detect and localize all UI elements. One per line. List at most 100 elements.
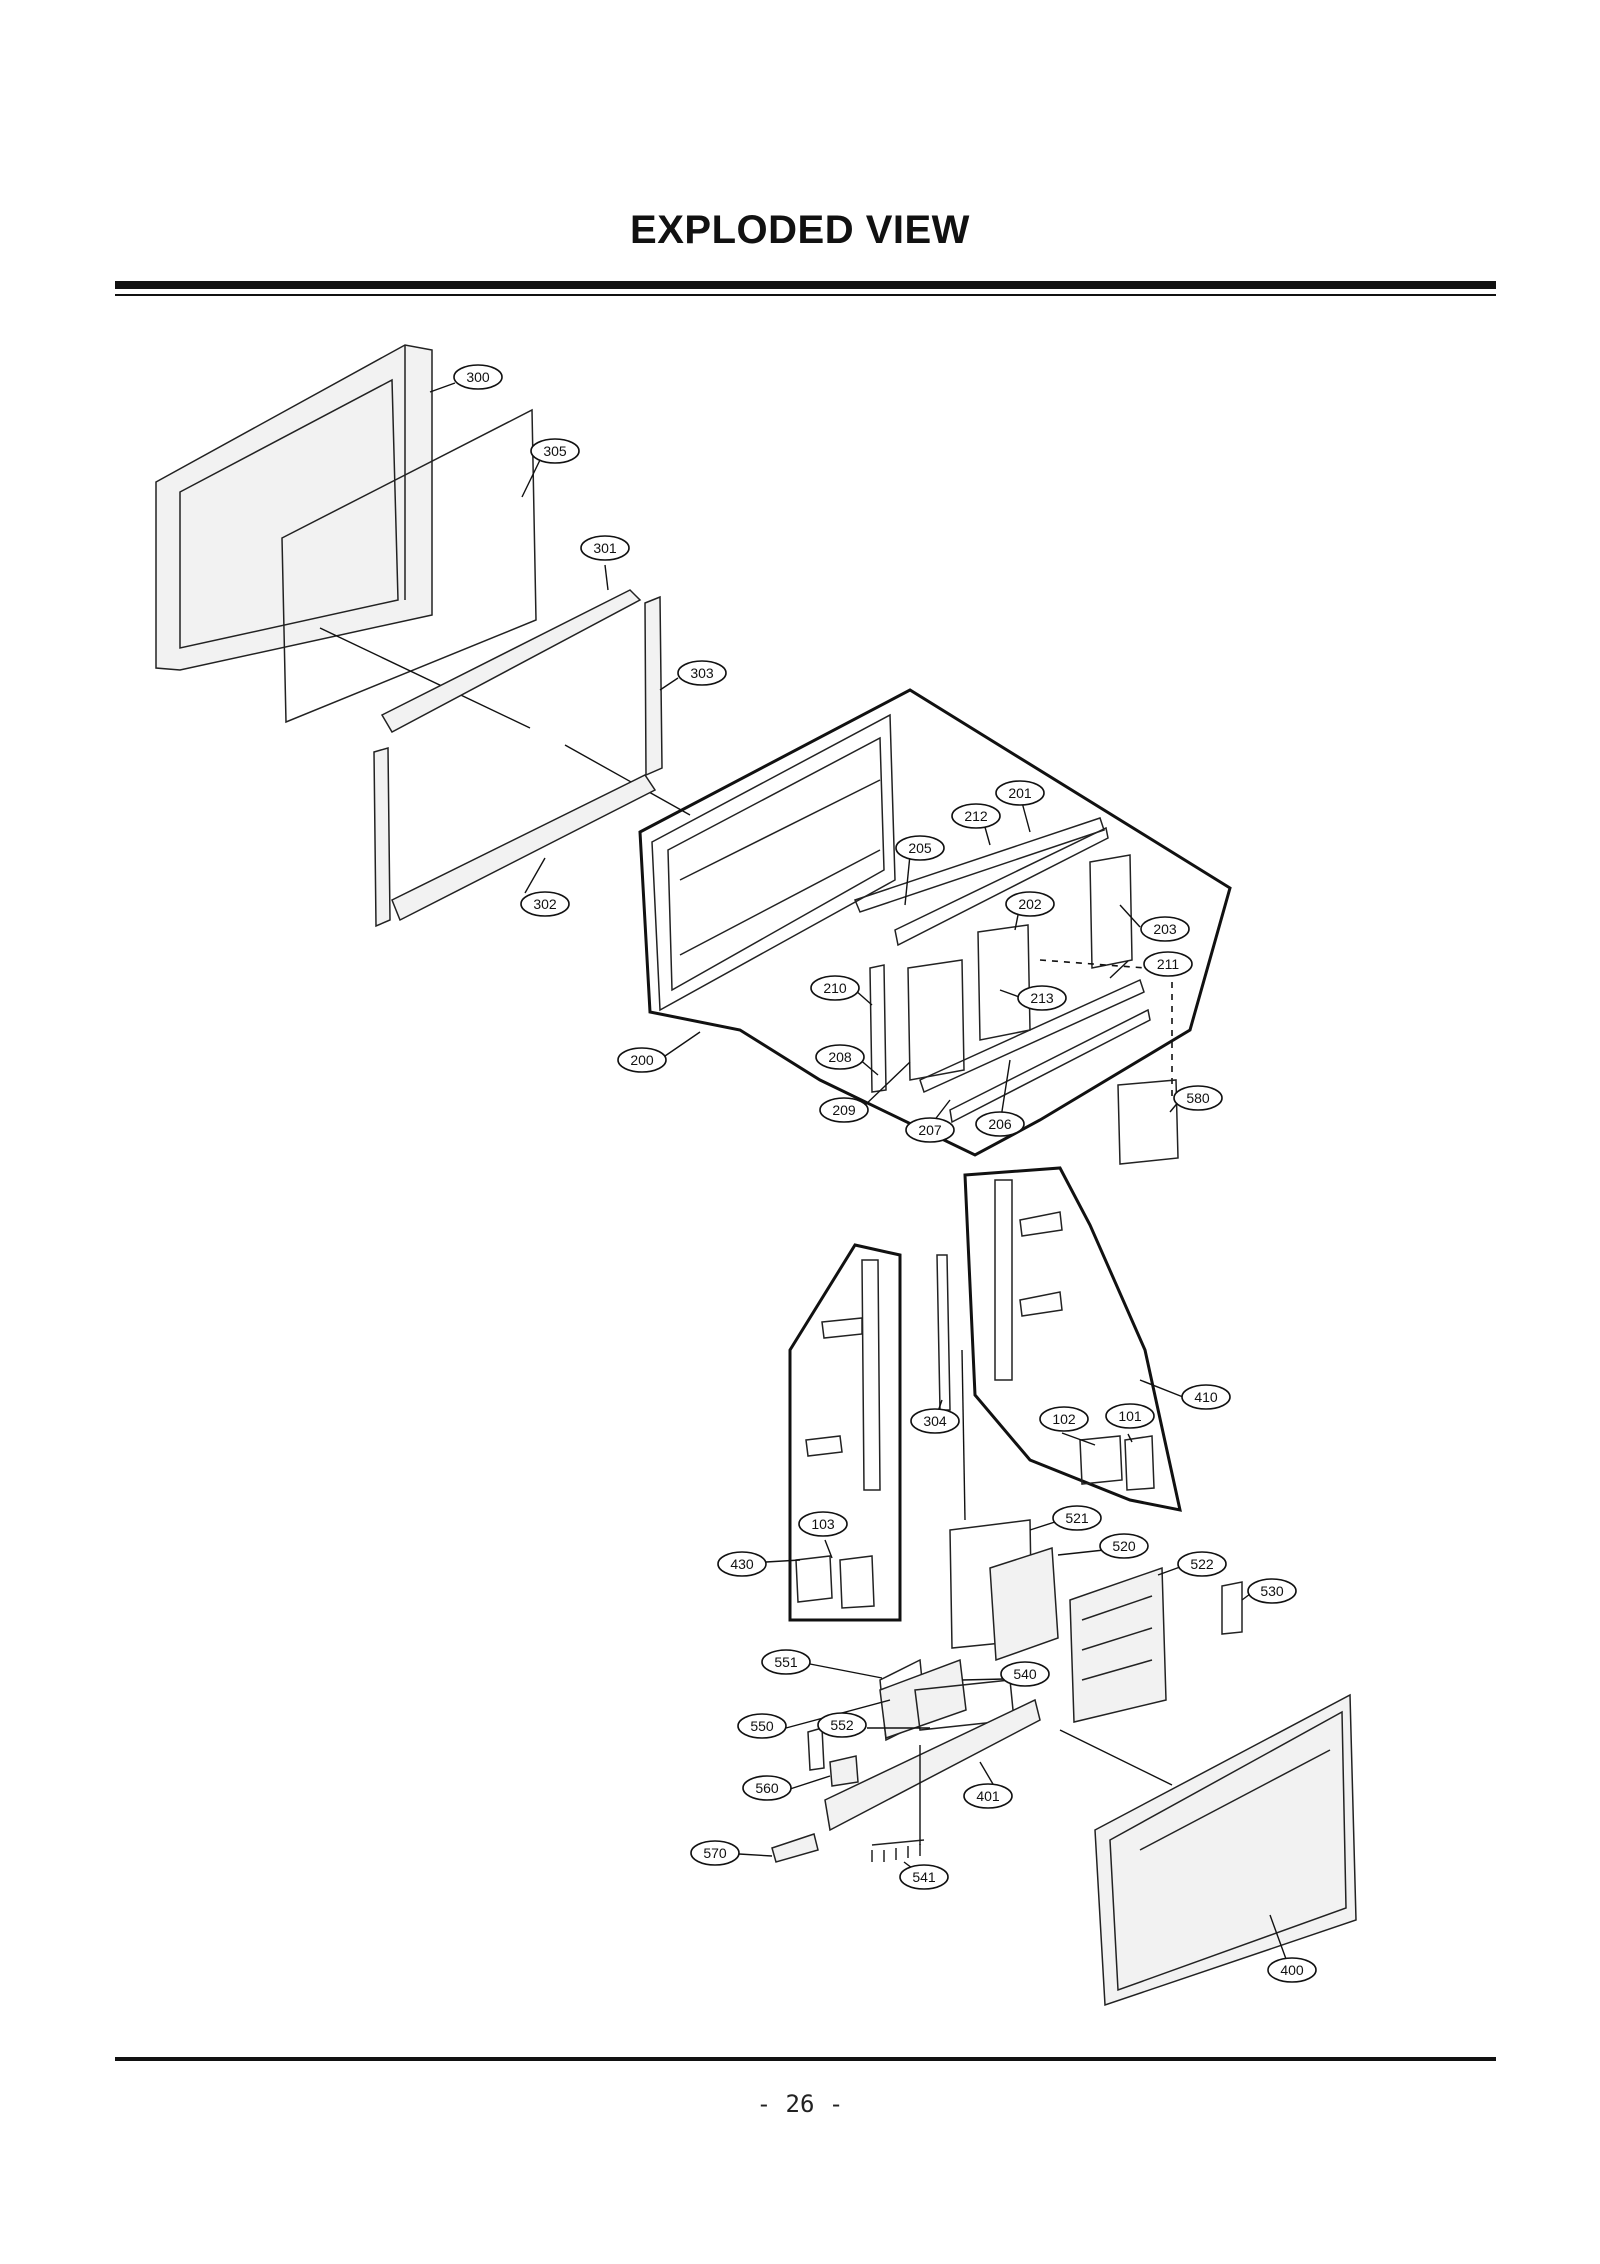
chassis-frame-part bbox=[651, 713, 1151, 1124]
callout-212: 212 bbox=[951, 803, 1001, 829]
callout-401: 401 bbox=[963, 1783, 1013, 1809]
callout-205: 205 bbox=[895, 835, 945, 861]
callout-302-text: 302 bbox=[533, 896, 557, 912]
callout-202-text: 202 bbox=[1018, 896, 1042, 912]
callout-521: 521 bbox=[1052, 1505, 1102, 1531]
bottom-rail-part bbox=[391, 774, 657, 922]
footer-rule bbox=[115, 2057, 1496, 2061]
callout-202: 202 bbox=[1005, 891, 1055, 917]
right-bracket-part bbox=[994, 1179, 1155, 1491]
title-rule-thin bbox=[115, 294, 1496, 296]
callout-305: 305 bbox=[530, 438, 580, 464]
page-title: EXPLODED VIEW bbox=[630, 208, 970, 252]
callout-305-text: 305 bbox=[543, 443, 567, 459]
callout-206-text: 206 bbox=[988, 1116, 1012, 1132]
callout-541: 541 bbox=[899, 1864, 949, 1890]
callout-303: 303 bbox=[677, 660, 727, 686]
callout-102: 102 bbox=[1039, 1406, 1089, 1432]
callout-207-text: 207 bbox=[918, 1122, 942, 1138]
callout-302: 302 bbox=[520, 891, 570, 917]
callout-410-text: 410 bbox=[1194, 1389, 1218, 1405]
right-rail-part bbox=[644, 595, 663, 777]
callout-570: 570 bbox=[690, 1840, 740, 1866]
top-rail-part bbox=[380, 589, 642, 733]
callout-301-text: 301 bbox=[593, 540, 617, 556]
callout-550: 550 bbox=[737, 1713, 787, 1739]
callout-530: 530 bbox=[1247, 1578, 1297, 1604]
callout-552-text: 552 bbox=[830, 1717, 854, 1733]
left-bracket-part bbox=[795, 1259, 881, 1609]
callout-570-text: 570 bbox=[703, 1845, 727, 1861]
page-number: - 26 - bbox=[756, 2090, 844, 2118]
callout-208: 208 bbox=[815, 1044, 865, 1070]
callout-205-text: 205 bbox=[908, 840, 932, 856]
callout-300-text: 300 bbox=[466, 369, 490, 385]
callout-560-text: 560 bbox=[755, 1780, 779, 1796]
callout-550-text: 550 bbox=[750, 1718, 774, 1734]
part-541 bbox=[871, 1839, 925, 1862]
callout-560: 560 bbox=[742, 1775, 792, 1801]
callout-103: 103 bbox=[798, 1511, 848, 1537]
callout-300: 300 bbox=[453, 364, 503, 390]
part-401 bbox=[824, 1698, 1041, 1832]
callout-304-text: 304 bbox=[923, 1413, 947, 1429]
callout-210: 210 bbox=[810, 975, 860, 1001]
callout-207: 207 bbox=[905, 1117, 955, 1143]
glass-panel-part bbox=[281, 408, 537, 724]
callout-200: 200 bbox=[617, 1047, 667, 1073]
callout-552: 552 bbox=[817, 1712, 867, 1738]
callout-401-text: 401 bbox=[976, 1788, 1000, 1804]
part-560 bbox=[807, 1727, 859, 1787]
part-530 bbox=[1221, 1581, 1243, 1635]
board-580-part bbox=[1117, 1079, 1179, 1165]
callout-203: 203 bbox=[1140, 916, 1190, 942]
callout-101-text: 101 bbox=[1118, 1408, 1142, 1424]
callout-520-text: 520 bbox=[1112, 1538, 1136, 1554]
callout-212-text: 212 bbox=[964, 808, 988, 824]
callout-201-text: 201 bbox=[1008, 785, 1032, 801]
board-520-part bbox=[989, 1546, 1059, 1662]
left-bracket-assembly-outline bbox=[788, 1243, 902, 1622]
callout-201: 201 bbox=[995, 780, 1045, 806]
callout-551-text: 551 bbox=[774, 1654, 798, 1670]
callout-101: 101 bbox=[1105, 1403, 1155, 1429]
callout-209-text: 209 bbox=[832, 1102, 856, 1118]
vertical-rail-304-part bbox=[936, 1254, 966, 1521]
callout-551: 551 bbox=[761, 1649, 811, 1675]
callout-211: 211 bbox=[1143, 951, 1193, 977]
callout-540: 540 bbox=[1000, 1661, 1050, 1687]
callout-200-text: 200 bbox=[630, 1052, 654, 1068]
callout-541-text: 541 bbox=[912, 1869, 936, 1885]
callout-206: 206 bbox=[975, 1111, 1025, 1137]
rear-cover-part bbox=[1094, 1693, 1357, 2007]
callout-400-text: 400 bbox=[1280, 1962, 1304, 1978]
callout-210-text: 210 bbox=[823, 980, 847, 996]
shield-522-part bbox=[1069, 1566, 1167, 1723]
callout-400: 400 bbox=[1267, 1957, 1317, 1983]
chassis-assembly-outline bbox=[638, 688, 1232, 1157]
callout-208-text: 208 bbox=[828, 1049, 852, 1065]
callout-102-text: 102 bbox=[1052, 1411, 1076, 1427]
callout-301: 301 bbox=[580, 535, 630, 561]
callout-103-text: 103 bbox=[811, 1516, 835, 1532]
callout-410: 410 bbox=[1181, 1384, 1231, 1410]
callout-211-text: 211 bbox=[1157, 956, 1180, 972]
callout-540-text: 540 bbox=[1013, 1666, 1037, 1682]
callout-521-text: 521 bbox=[1065, 1510, 1089, 1526]
callout-520: 520 bbox=[1099, 1533, 1149, 1559]
callout-209: 209 bbox=[819, 1097, 869, 1123]
callout-530-text: 530 bbox=[1260, 1583, 1284, 1599]
part-570 bbox=[771, 1833, 819, 1863]
callout-522-text: 522 bbox=[1190, 1556, 1214, 1572]
left-rail-part bbox=[373, 747, 391, 928]
callout-203-text: 203 bbox=[1153, 921, 1177, 937]
callout-213: 213 bbox=[1017, 985, 1067, 1011]
callout-580-text: 580 bbox=[1186, 1090, 1210, 1106]
callout-580: 580 bbox=[1173, 1085, 1223, 1111]
callout-430: 430 bbox=[717, 1551, 767, 1577]
part-540 bbox=[879, 1658, 967, 1740]
callout-303-text: 303 bbox=[690, 665, 714, 681]
front-bezel-part bbox=[155, 344, 433, 671]
callout-213-text: 213 bbox=[1030, 990, 1054, 1006]
